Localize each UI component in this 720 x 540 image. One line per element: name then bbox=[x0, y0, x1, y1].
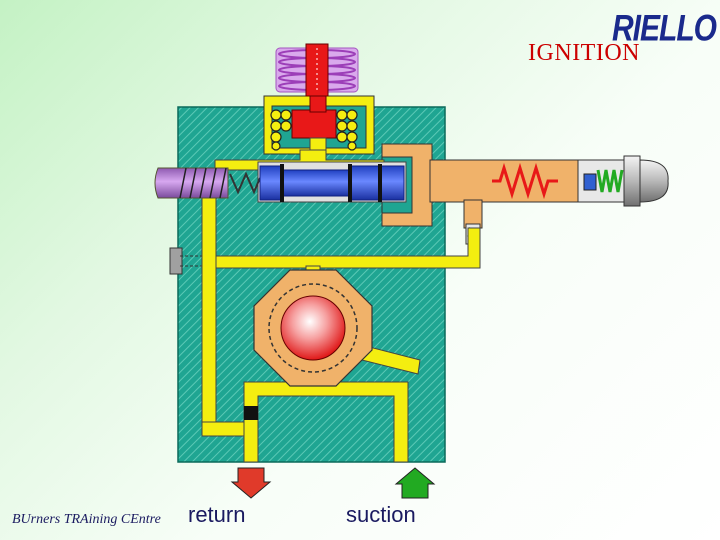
solenoid-coil bbox=[275, 43, 359, 97]
gear-chamber bbox=[253, 269, 373, 387]
logo-text: RIELLO bbox=[612, 7, 717, 49]
training-centre-caption: BUrners TRAining CEntre bbox=[12, 512, 161, 527]
valve-piston bbox=[154, 161, 407, 420]
port-plug bbox=[244, 406, 258, 420]
title-text: IGNITION bbox=[528, 40, 640, 66]
diagram-title: IGNITION bbox=[0, 40, 640, 67]
spring-red bbox=[492, 162, 558, 200]
suction-label: suction bbox=[346, 502, 416, 527]
return-label: return bbox=[188, 502, 246, 527]
side-plug bbox=[169, 247, 183, 275]
spring-green bbox=[596, 169, 624, 193]
drive-shaft bbox=[154, 167, 229, 199]
solenoid-plunger bbox=[291, 109, 337, 139]
gear-rotor bbox=[280, 295, 346, 361]
suction-arrow bbox=[394, 467, 436, 499]
riello-logo: RIELLO bbox=[612, 8, 717, 49]
valve-cap bbox=[639, 159, 669, 203]
return-arrow bbox=[230, 467, 272, 499]
